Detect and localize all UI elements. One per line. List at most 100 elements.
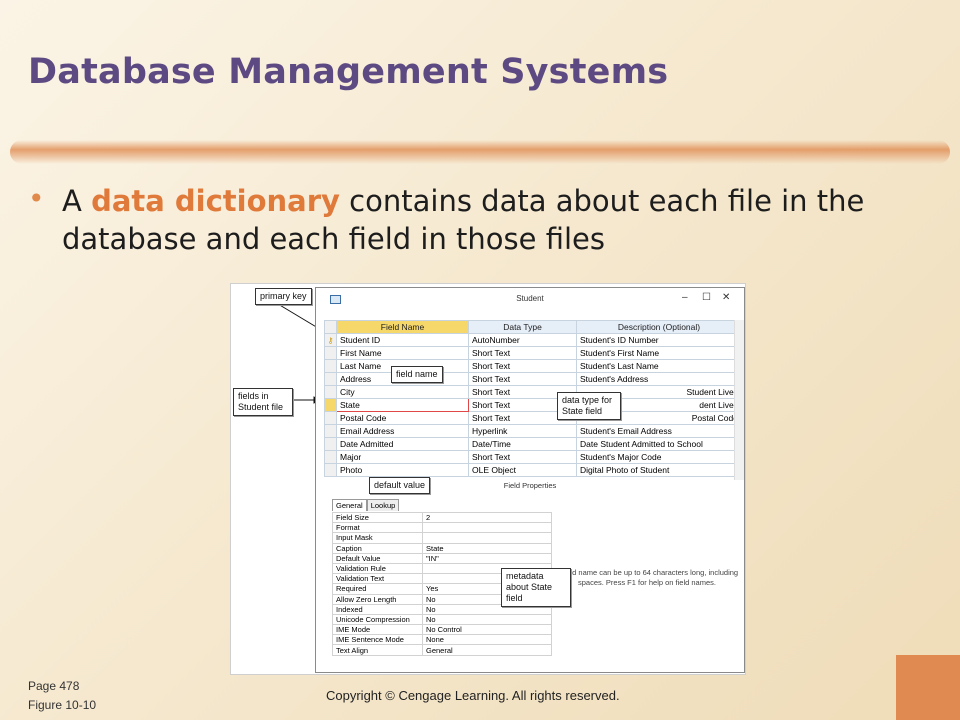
corner-accent-block [896, 655, 960, 720]
field-name-cell[interactable]: Email Address [336, 424, 469, 438]
property-name: Text Align [332, 644, 423, 656]
close-icon[interactable]: ✕ [722, 292, 731, 303]
row-selector[interactable] [324, 359, 337, 373]
description-cell[interactable]: Student's Email Address [576, 424, 742, 438]
maximize-icon[interactable]: ☐ [702, 292, 711, 303]
table-row[interactable]: ⚷ Student ID AutoNumber Student's ID Num… [324, 333, 742, 347]
property-name: Input Mask [332, 532, 423, 544]
field-name-cell[interactable]: Major [336, 450, 469, 464]
description-cell[interactable]: Student's Address [576, 372, 742, 386]
field-name-cell[interactable]: First Name [336, 346, 469, 360]
bullet-dot-icon: • [28, 182, 45, 215]
property-name: IME Mode [332, 624, 423, 636]
data-type-cell[interactable]: Date/Time [468, 437, 577, 451]
data-type-cell[interactable]: Short Text [468, 450, 577, 464]
bullet-text-before: A [62, 184, 92, 218]
bullet-text: A data dictionary contains data about ea… [62, 182, 942, 258]
tab-lookup[interactable]: Lookup [366, 499, 400, 511]
callout-data-type: data type for State field [557, 392, 621, 420]
table-row[interactable]: Photo OLE Object Digital Photo of Studen… [324, 463, 742, 477]
property-value[interactable]: No [422, 613, 552, 626]
row-selector[interactable] [324, 385, 337, 399]
property-row[interactable]: Input Mask [332, 532, 552, 544]
field-properties-label: Field Properties [503, 481, 557, 490]
description-cell[interactable]: Date Student Admitted to School [576, 437, 742, 451]
data-type-cell[interactable]: Hyperlink [468, 424, 577, 438]
property-name: IME Sentence Mode [332, 634, 423, 646]
field-help-text: A field name can be up to 64 characters … [555, 568, 739, 587]
property-value[interactable]: No Control [422, 624, 552, 636]
description-cell[interactable]: Student's Major Code [576, 450, 742, 464]
property-name: Default Value [332, 552, 423, 564]
design-grid: Field Name Data Type Description (Option… [324, 320, 742, 477]
row-selector[interactable] [324, 346, 337, 360]
callout-default-value: default value [369, 477, 431, 494]
vertical-scrollbar[interactable] [734, 320, 744, 480]
data-type-cell[interactable]: Short Text [468, 372, 577, 386]
table-row-selected[interactable]: State Short Text dent Lives [324, 398, 742, 412]
callout-fields-in-student-file: fields in Student file [233, 388, 293, 416]
column-header-description[interactable]: Description (Optional) [576, 320, 742, 334]
minimize-icon[interactable]: – [682, 292, 688, 303]
property-value[interactable] [422, 532, 552, 544]
slide-title: Database Management Systems [28, 52, 669, 92]
table-row[interactable]: Postal Code Short Text Postal Code [324, 411, 742, 425]
table-row[interactable]: Major Short Text Student's Major Code [324, 450, 742, 464]
property-row[interactable]: Format [332, 522, 552, 534]
table-icon [330, 295, 341, 304]
data-type-cell[interactable]: AutoNumber [468, 333, 577, 347]
row-selector[interactable] [324, 372, 337, 386]
description-cell[interactable]: Student's ID Number [576, 333, 742, 347]
row-selector-header [324, 320, 337, 334]
description-cell[interactable]: Digital Photo of Student [576, 463, 742, 477]
field-name-cell[interactable]: State [336, 398, 469, 412]
table-row[interactable]: First Name Short Text Student's First Na… [324, 346, 742, 360]
field-name-cell[interactable]: Date Admitted [336, 437, 469, 451]
table-row[interactable]: Date Admitted Date/Time Date Student Adm… [324, 437, 742, 451]
property-name: Required [332, 583, 423, 595]
bullet-text-after: contains data about each file in the dat… [62, 184, 865, 256]
row-selector[interactable] [324, 424, 337, 438]
row-selector[interactable] [324, 411, 337, 425]
field-name-cell[interactable]: Student ID [336, 333, 469, 347]
row-selector[interactable] [324, 463, 337, 477]
description-cell[interactable]: Student's First Name [576, 346, 742, 360]
property-name: Indexed [332, 603, 423, 615]
data-type-cell[interactable]: Short Text [468, 346, 577, 360]
data-type-cell[interactable]: OLE Object [468, 463, 577, 477]
tab-general[interactable]: General [332, 499, 367, 511]
row-selector[interactable] [324, 437, 337, 451]
property-value[interactable]: 2 [422, 511, 552, 524]
property-row[interactable]: Default Value"IN" [332, 552, 552, 564]
property-value[interactable]: General [422, 644, 552, 656]
property-name: Allow Zero Length [332, 593, 423, 605]
property-value[interactable]: None [422, 634, 552, 646]
field-name-cell[interactable]: Postal Code [336, 411, 469, 425]
property-name: Caption [332, 542, 423, 554]
column-header-data-type[interactable]: Data Type [468, 320, 577, 334]
access-table-design-window: Student – ☐ ✕ Field Name Data Type Descr… [315, 287, 745, 673]
column-header-field-name[interactable]: Field Name [336, 320, 469, 334]
row-selector-active[interactable] [324, 398, 337, 412]
property-value[interactable]: "IN" [422, 552, 552, 564]
description-cell[interactable]: Student's Last Name [576, 359, 742, 373]
table-row[interactable]: Email Address Hyperlink Student's Email … [324, 424, 742, 438]
callout-field-name: field name [391, 366, 443, 383]
table-row[interactable]: City Short Text Student Lives [324, 385, 742, 399]
window-titlebar: Student – ☐ ✕ [316, 288, 744, 312]
row-selector[interactable] [324, 450, 337, 464]
table-row[interactable]: Last Name Short Text Student's Last Name [324, 359, 742, 373]
field-name-cell[interactable]: City [336, 385, 469, 399]
property-name: Validation Rule [332, 562, 423, 575]
data-type-cell[interactable]: Short Text [468, 359, 577, 373]
property-value[interactable] [422, 522, 552, 534]
field-name-cell[interactable]: Photo [336, 463, 469, 477]
property-value[interactable]: State [422, 542, 552, 554]
table-row[interactable]: Address Short Text Student's Address [324, 372, 742, 386]
